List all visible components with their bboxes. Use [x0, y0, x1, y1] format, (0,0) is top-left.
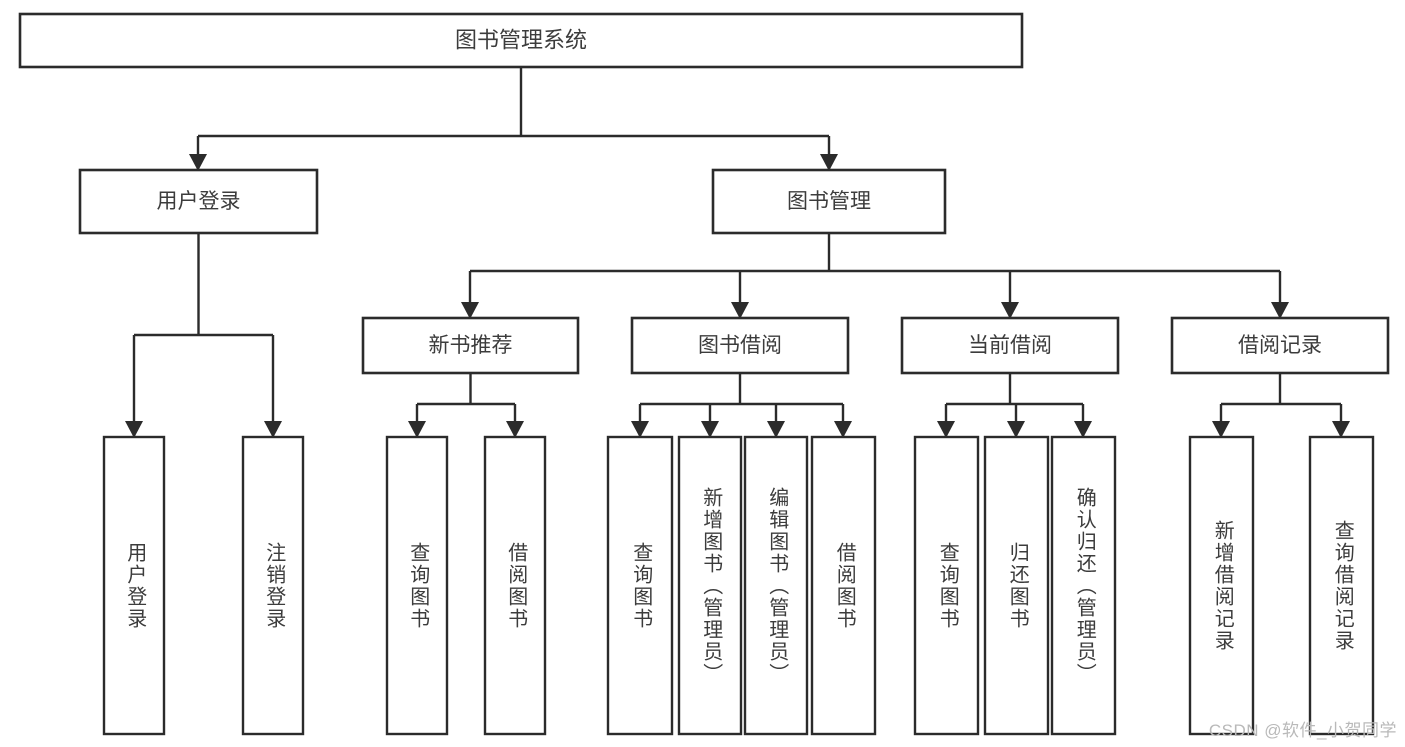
node-box-leaf-query-book-rec[interactable] — [385, 435, 449, 736]
node-box-current-borrow[interactable] — [900, 316, 1120, 375]
node-box-leaf-user-login[interactable] — [102, 435, 166, 736]
node-box-leaf-query-book-borrow[interactable] — [606, 435, 674, 736]
connector-arrow-icon — [264, 421, 282, 438]
node-box-leaf-query-borrow-record[interactable] — [1308, 435, 1375, 736]
node-box-leaf-borrow-book[interactable] — [810, 435, 877, 736]
connector-arrow-icon — [1212, 421, 1230, 438]
connector-arrow-icon — [937, 421, 955, 438]
node-box-new-book-recommend[interactable] — [361, 316, 580, 375]
node-box-root[interactable] — [18, 12, 1024, 69]
connector-bus-user-login — [125, 233, 282, 438]
node-box-leaf-add-borrow-record[interactable] — [1188, 435, 1255, 736]
connector-bus-current-borrow — [937, 373, 1092, 438]
connector-bus-book-borrow — [631, 373, 852, 438]
node-label-new-book-recommend: 新书推荐 — [429, 334, 513, 357]
connector-arrow-icon — [701, 421, 719, 438]
node-box-leaf-query-book-current[interactable] — [913, 435, 980, 736]
connector-bus-borrow-record — [1212, 373, 1350, 438]
node-label-book-manage: 图书管理 — [787, 190, 871, 213]
connector-arrow-icon — [767, 421, 785, 438]
watermark: CSDN @软件_小贺同学 — [1208, 721, 1397, 740]
node-box-borrow-record[interactable] — [1170, 316, 1390, 375]
connector-arrow-icon — [1074, 421, 1092, 438]
connector-arrow-icon — [189, 154, 207, 171]
node-label-borrow-record: 借阅记录 — [1238, 334, 1322, 357]
connector-arrow-icon — [1007, 421, 1025, 438]
node-box-leaf-edit-book-admin[interactable] — [743, 435, 809, 736]
connector-arrow-icon — [820, 154, 838, 171]
node-box-book-borrow[interactable] — [630, 316, 850, 375]
node-label-root: 图书管理系统 — [455, 27, 587, 52]
node-label-book-borrow: 图书借阅 — [698, 334, 782, 357]
connector-arrow-icon — [1332, 421, 1350, 438]
node-box-user-login[interactable] — [78, 168, 319, 235]
connector-arrow-icon — [125, 421, 143, 438]
box-layer — [18, 12, 1390, 736]
connector-arrow-icon — [1001, 302, 1019, 319]
node-box-leaf-borrow-book-rec[interactable] — [483, 435, 547, 736]
node-box-book-manage[interactable] — [711, 168, 947, 235]
node-box-leaf-return-book[interactable] — [983, 435, 1050, 736]
connector-bus-root — [189, 67, 838, 171]
connector-arrow-icon — [461, 302, 479, 319]
node-label-current-borrow: 当前借阅 — [968, 334, 1052, 357]
connector-bus-book-manage — [461, 233, 1289, 319]
connector-arrow-icon — [506, 421, 524, 438]
node-label-user-login: 用户登录 — [157, 190, 241, 213]
node-box-leaf-confirm-return-admin[interactable] — [1050, 435, 1117, 736]
node-box-leaf-logout-login[interactable] — [241, 435, 305, 736]
connector-arrow-icon — [1271, 302, 1289, 319]
connector-layer — [125, 67, 1350, 438]
connector-arrow-icon — [408, 421, 426, 438]
connector-arrow-icon — [631, 421, 649, 438]
node-box-leaf-add-book-admin[interactable] — [677, 435, 743, 736]
connector-arrow-icon — [834, 421, 852, 438]
connector-arrow-icon — [731, 302, 749, 319]
connector-bus-new-book-rec — [408, 373, 524, 438]
